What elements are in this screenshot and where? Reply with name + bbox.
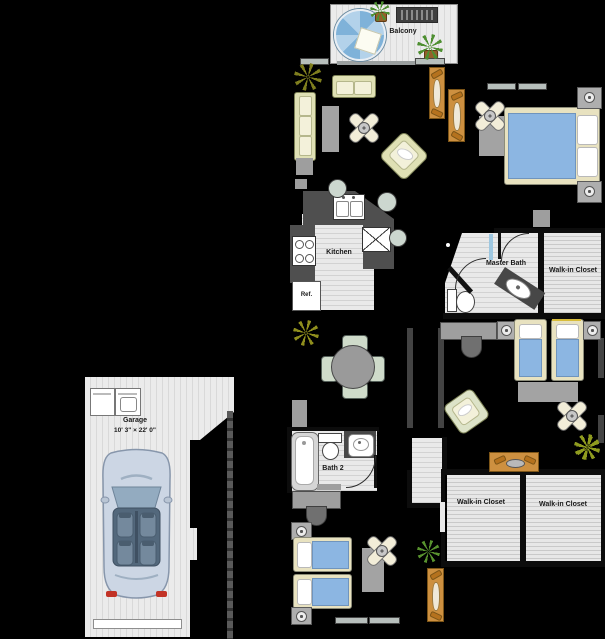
ceiling-fan	[552, 396, 590, 434]
desk-chair	[461, 336, 482, 358]
washer	[90, 388, 115, 416]
bar-stool	[389, 229, 407, 247]
living-rug	[322, 106, 339, 152]
garage-dimensions: 10' 3" × 22' 0"	[114, 427, 156, 434]
wall	[443, 469, 603, 475]
dresser	[489, 452, 539, 472]
grill	[396, 7, 438, 23]
nightstand	[291, 607, 312, 625]
wall-segment	[598, 338, 604, 378]
grill-grate	[401, 10, 433, 20]
threshold	[317, 484, 341, 490]
closet-plant	[576, 436, 600, 460]
wall	[407, 503, 447, 508]
armchair	[378, 130, 430, 182]
twin-bed	[293, 537, 352, 572]
dryer	[115, 388, 141, 416]
bar-stool	[377, 192, 397, 212]
wall	[287, 427, 292, 493]
nightstand	[583, 321, 601, 340]
wall	[601, 228, 605, 318]
bar-stool	[328, 179, 347, 198]
ceiling-fan	[470, 96, 508, 134]
master-bed	[504, 107, 600, 185]
bedroom-rug	[518, 382, 578, 402]
wall-segment	[369, 617, 400, 624]
twin-bed	[293, 574, 352, 609]
dining-set	[320, 334, 385, 399]
twin-bed	[551, 319, 584, 381]
dishwasher	[362, 227, 391, 252]
wall	[407, 470, 412, 508]
sofa	[294, 92, 316, 161]
door-leaf	[374, 455, 377, 488]
toilet-bowl	[456, 291, 475, 313]
balcony-plant-1	[370, 1, 390, 21]
bookshelf	[427, 568, 444, 622]
loveseat	[332, 75, 376, 98]
ceiling-fan	[362, 531, 400, 569]
hall-wall	[438, 328, 444, 428]
dining-plant	[293, 320, 319, 346]
armchair	[442, 387, 491, 436]
wall	[443, 313, 605, 319]
master-closet-floor	[544, 233, 601, 315]
car	[100, 448, 173, 599]
bookshelf	[448, 89, 465, 142]
stove	[292, 236, 316, 266]
bedroom-plant	[417, 540, 440, 563]
wall-segment	[335, 617, 368, 624]
garage-step	[188, 528, 197, 560]
wall	[520, 475, 526, 562]
closet-right-label: Walk-in Closet	[539, 501, 587, 508]
wall	[287, 427, 379, 432]
wall	[538, 233, 544, 318]
nightstand	[291, 522, 312, 540]
garage-door	[93, 619, 182, 629]
closet-door-opening	[440, 502, 445, 532]
wall-pier	[295, 179, 307, 189]
closet-left-floor	[447, 475, 520, 562]
living-plant	[294, 63, 322, 91]
balcony-label: Balcony	[389, 28, 417, 35]
wall-pier	[533, 210, 550, 227]
bathtub	[291, 432, 319, 491]
wall-segment	[518, 83, 547, 90]
shower-glass	[489, 234, 493, 260]
wall-segment	[487, 83, 516, 90]
door-leaf	[498, 233, 501, 259]
wall	[494, 228, 605, 233]
kitchen-label: Kitchen	[326, 249, 352, 256]
bath2-vanity	[344, 431, 376, 458]
hall-wall	[407, 328, 413, 428]
closet-right-floor	[526, 475, 601, 562]
wall	[442, 437, 447, 474]
master-bath-label: Master Bath	[485, 260, 527, 267]
desk-chair	[306, 506, 327, 526]
balcony-rail	[337, 61, 432, 65]
toilet-bowl	[322, 442, 339, 460]
balcony-plant-2	[417, 34, 443, 60]
wall-segment	[598, 415, 604, 443]
towel-hook	[446, 243, 450, 247]
end-table	[296, 158, 313, 175]
wall	[601, 469, 605, 567]
wall-segment	[292, 400, 307, 428]
bath2-label: Bath 2	[322, 465, 344, 472]
refrigerator-label: Ref.	[300, 292, 313, 298]
hall-floor	[412, 438, 442, 504]
wall	[443, 561, 603, 567]
nightstand	[577, 87, 602, 109]
garage-label: Garage	[122, 417, 148, 424]
twin-bed	[514, 319, 547, 381]
nightstand	[577, 181, 602, 203]
ceiling-fan	[344, 108, 382, 146]
closet-left-label: Walk-in Closet	[457, 499, 505, 506]
bookshelf	[429, 67, 445, 119]
master-closet-label: Walk-in Closet	[549, 267, 597, 274]
refrigerator: Ref.	[292, 281, 321, 311]
dining-table	[331, 345, 375, 389]
kitchen-sink	[333, 194, 365, 220]
garage-side-wall	[227, 411, 233, 639]
